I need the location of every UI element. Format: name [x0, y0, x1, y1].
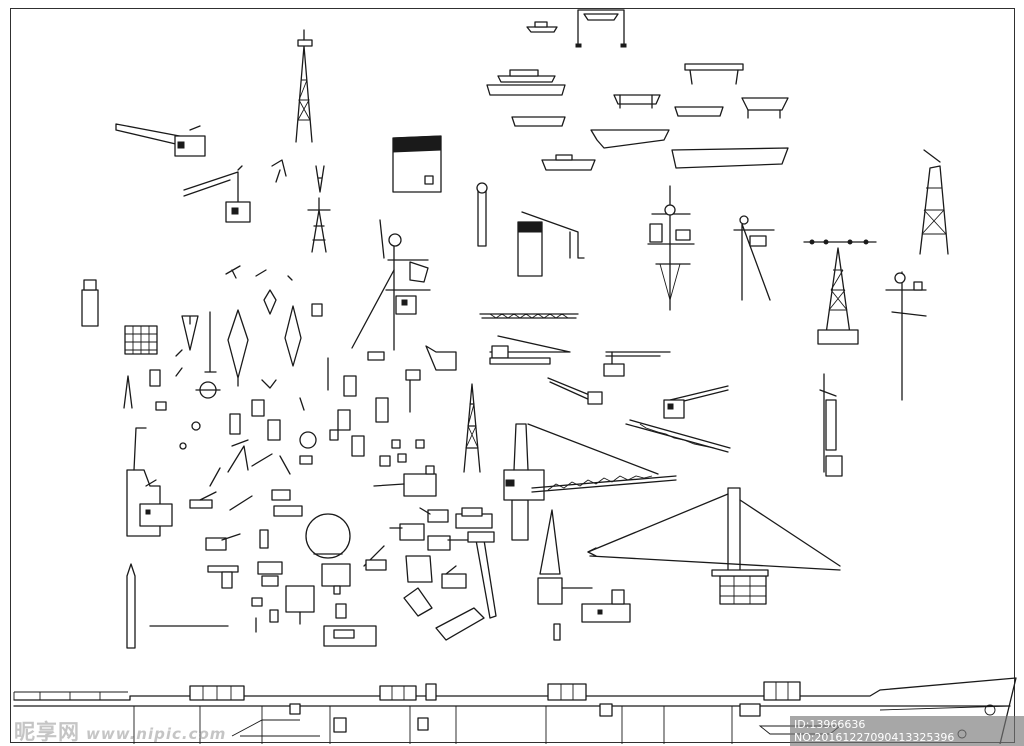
gun-mounts-cluster — [189, 489, 303, 633]
mast-yard-far-right — [885, 271, 927, 401]
canvas-border — [10, 8, 1015, 743]
tripod-frame-lower — [537, 509, 593, 605]
missile-tube-left — [126, 563, 136, 649]
lattice-mast-top — [295, 29, 313, 143]
crane-boom-6 — [625, 419, 731, 453]
thin-mast-right — [819, 373, 843, 477]
main-mast-center — [351, 219, 431, 351]
crane-boom-3 — [603, 351, 671, 377]
radar-dish-small — [271, 159, 325, 193]
boat-on-davit-right — [613, 63, 789, 119]
crane-boom-5 — [663, 385, 729, 419]
watermark-site: 昵享网 — [14, 720, 80, 744]
crane-center-top — [517, 211, 585, 277]
hull-section-boat — [541, 129, 789, 171]
watermark-url: www.nipic.com — [86, 725, 227, 743]
inclined-post — [467, 531, 497, 619]
funnel-black-top — [392, 135, 442, 193]
large-crane-right — [587, 487, 841, 605]
lattice-tower-right — [803, 239, 877, 345]
boat-davit-top — [575, 9, 627, 48]
radome-dome — [305, 513, 351, 559]
crane-jib-top-left — [115, 123, 206, 157]
cylinder-device-left — [81, 279, 99, 327]
post-mast-small — [476, 182, 488, 247]
small-fittings-cluster — [123, 265, 457, 487]
crane-pedestal-left — [183, 165, 251, 223]
large-crane-center — [503, 423, 677, 541]
small-deck-box — [553, 589, 631, 641]
director-fittings — [285, 545, 387, 647]
gun-turrets-center — [373, 465, 493, 641]
image-id-stamp: ID:13966636 NO:20161227090413325396 — [790, 716, 1024, 746]
lifeboat-stack — [486, 69, 566, 127]
tripod-mast-right — [733, 215, 775, 301]
watermark: 昵享网 www.nipic.com — [14, 716, 226, 746]
antenna-cones — [181, 289, 302, 387]
lattice-pylon-center — [463, 383, 481, 473]
radar-mast-center — [647, 185, 695, 311]
lattice-crane-boom-1 — [479, 313, 579, 319]
superstructure-left — [126, 427, 173, 537]
small-boat-top — [526, 21, 558, 33]
radar-panel-grid — [124, 325, 158, 355]
lattice-mast-small — [307, 197, 331, 253]
crane-boom-2 — [489, 335, 571, 365]
lattice-tower-far-right — [919, 149, 949, 255]
crane-boom-4 — [547, 377, 603, 405]
